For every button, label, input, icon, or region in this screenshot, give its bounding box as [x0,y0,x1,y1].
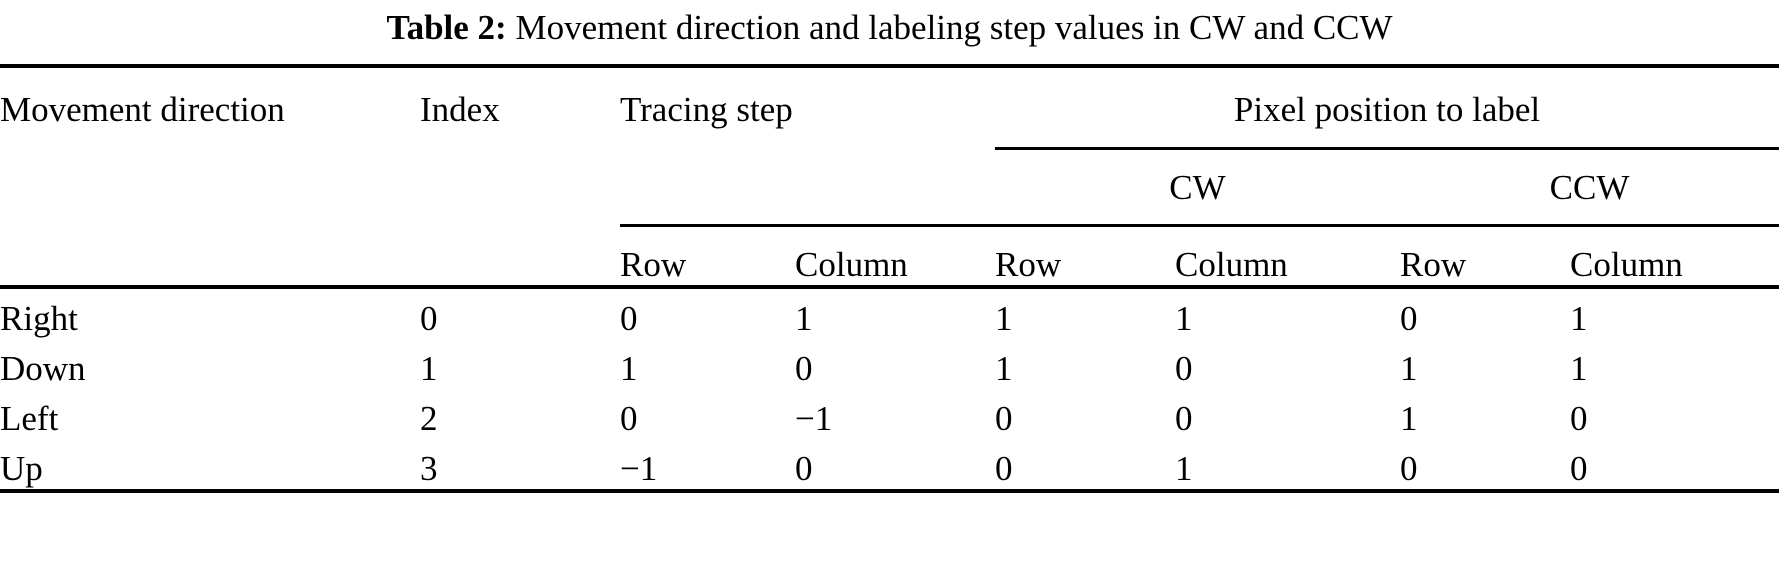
header-cw: CW [1169,167,1226,207]
cell-cw-row: 1 [995,349,1013,388]
header-pixel-position-to-label: Pixel position to label [995,64,1779,130]
header-row-primary: Movement direction Index Tracing step Pi… [0,64,1779,130]
spacer [620,148,995,208]
table-row: Right 0 0 1 1 1 0 1 [0,285,1779,339]
header-ccw: CCW [1549,167,1630,207]
cell-tracing-column: 1 [795,285,995,339]
header-ccw-column: Column [1570,245,1683,284]
cell-ccw-row: 1 [1400,349,1418,388]
cell-ccw-column: 0 [1570,399,1588,438]
header-index: Index [420,64,620,130]
rule-row-subheaders [0,207,1779,227]
cell-cw-row: 0 [995,439,1175,493]
data-table: Movement direction Index Tracing step Pi… [0,64,1779,493]
header-row-tertiary: Row Column Row Column Row Column [0,226,1779,288]
spacer [0,148,420,208]
cell-index: 1 [420,349,438,388]
spacer [420,226,620,288]
cell-ccw-row: 1 [1400,399,1418,438]
spacer [0,208,420,226]
spacer [420,208,620,226]
header-cw-row: Row [995,245,1062,284]
rule-pixel-position-group [995,130,1779,150]
spacer [620,130,995,148]
cell-tracing-row: 1 [620,349,638,388]
cell-index: 0 [420,285,620,339]
header-tracing-step: Tracing step [620,64,995,130]
cell-direction: Up [0,439,420,493]
cell-index: 3 [420,439,620,493]
cell-tracing-column: 0 [795,349,813,388]
cell-cw-column: 0 [1175,399,1193,438]
cell-cw-column: 1 [1175,285,1400,339]
header-tracing-row: Row [620,245,687,284]
cell-direction: Left [0,399,59,438]
table-row: Down 1 1 0 1 0 1 1 [0,339,1779,389]
cell-direction: Down [0,349,86,388]
table-row: Up 3 −1 0 0 1 0 0 [0,439,1779,493]
cell-tracing-row: −1 [620,439,795,493]
cell-tracing-row: 0 [620,399,638,438]
spacer [420,130,620,148]
cell-tracing-column: 0 [795,439,995,493]
cell-ccw-row: 0 [1400,285,1570,339]
spacer [420,148,620,208]
cell-tracing-row: 0 [620,285,795,339]
cell-cw-row: 0 [995,399,1013,438]
caption-text: Movement direction and labeling step val… [515,8,1393,47]
cell-cw-row: 1 [995,285,1175,339]
cell-tracing-column: −1 [795,399,833,438]
rule-ccw-group [1400,207,1779,227]
cell-cw-column: 1 [1175,439,1400,493]
spacer [0,130,420,148]
cell-ccw-column: 0 [1570,439,1779,493]
table-caption: Table 2: Movement direction and labeling… [0,0,1779,56]
header-row-secondary: CW CCW [0,148,1779,208]
cell-ccw-column: 1 [1570,285,1779,339]
header-ccw-row: Row [1400,245,1467,284]
rule-tracing-step-group [620,207,995,227]
rule-row-pixel-group [0,130,1779,150]
cell-ccw-row: 0 [1400,439,1570,493]
header-movement-direction: Movement direction [0,64,420,130]
spacer [0,226,420,288]
cell-cw-column: 0 [1175,349,1193,388]
cell-ccw-column: 1 [1570,349,1588,388]
cell-index: 2 [420,399,438,438]
header-cw-column: Column [1175,245,1288,284]
table-row: Left 2 0 −1 0 0 1 0 [0,389,1779,439]
header-tracing-column: Column [795,245,908,284]
caption-label: Table 2: [386,8,507,47]
cell-direction: Right [0,285,420,339]
rule-cw-group [995,207,1400,227]
